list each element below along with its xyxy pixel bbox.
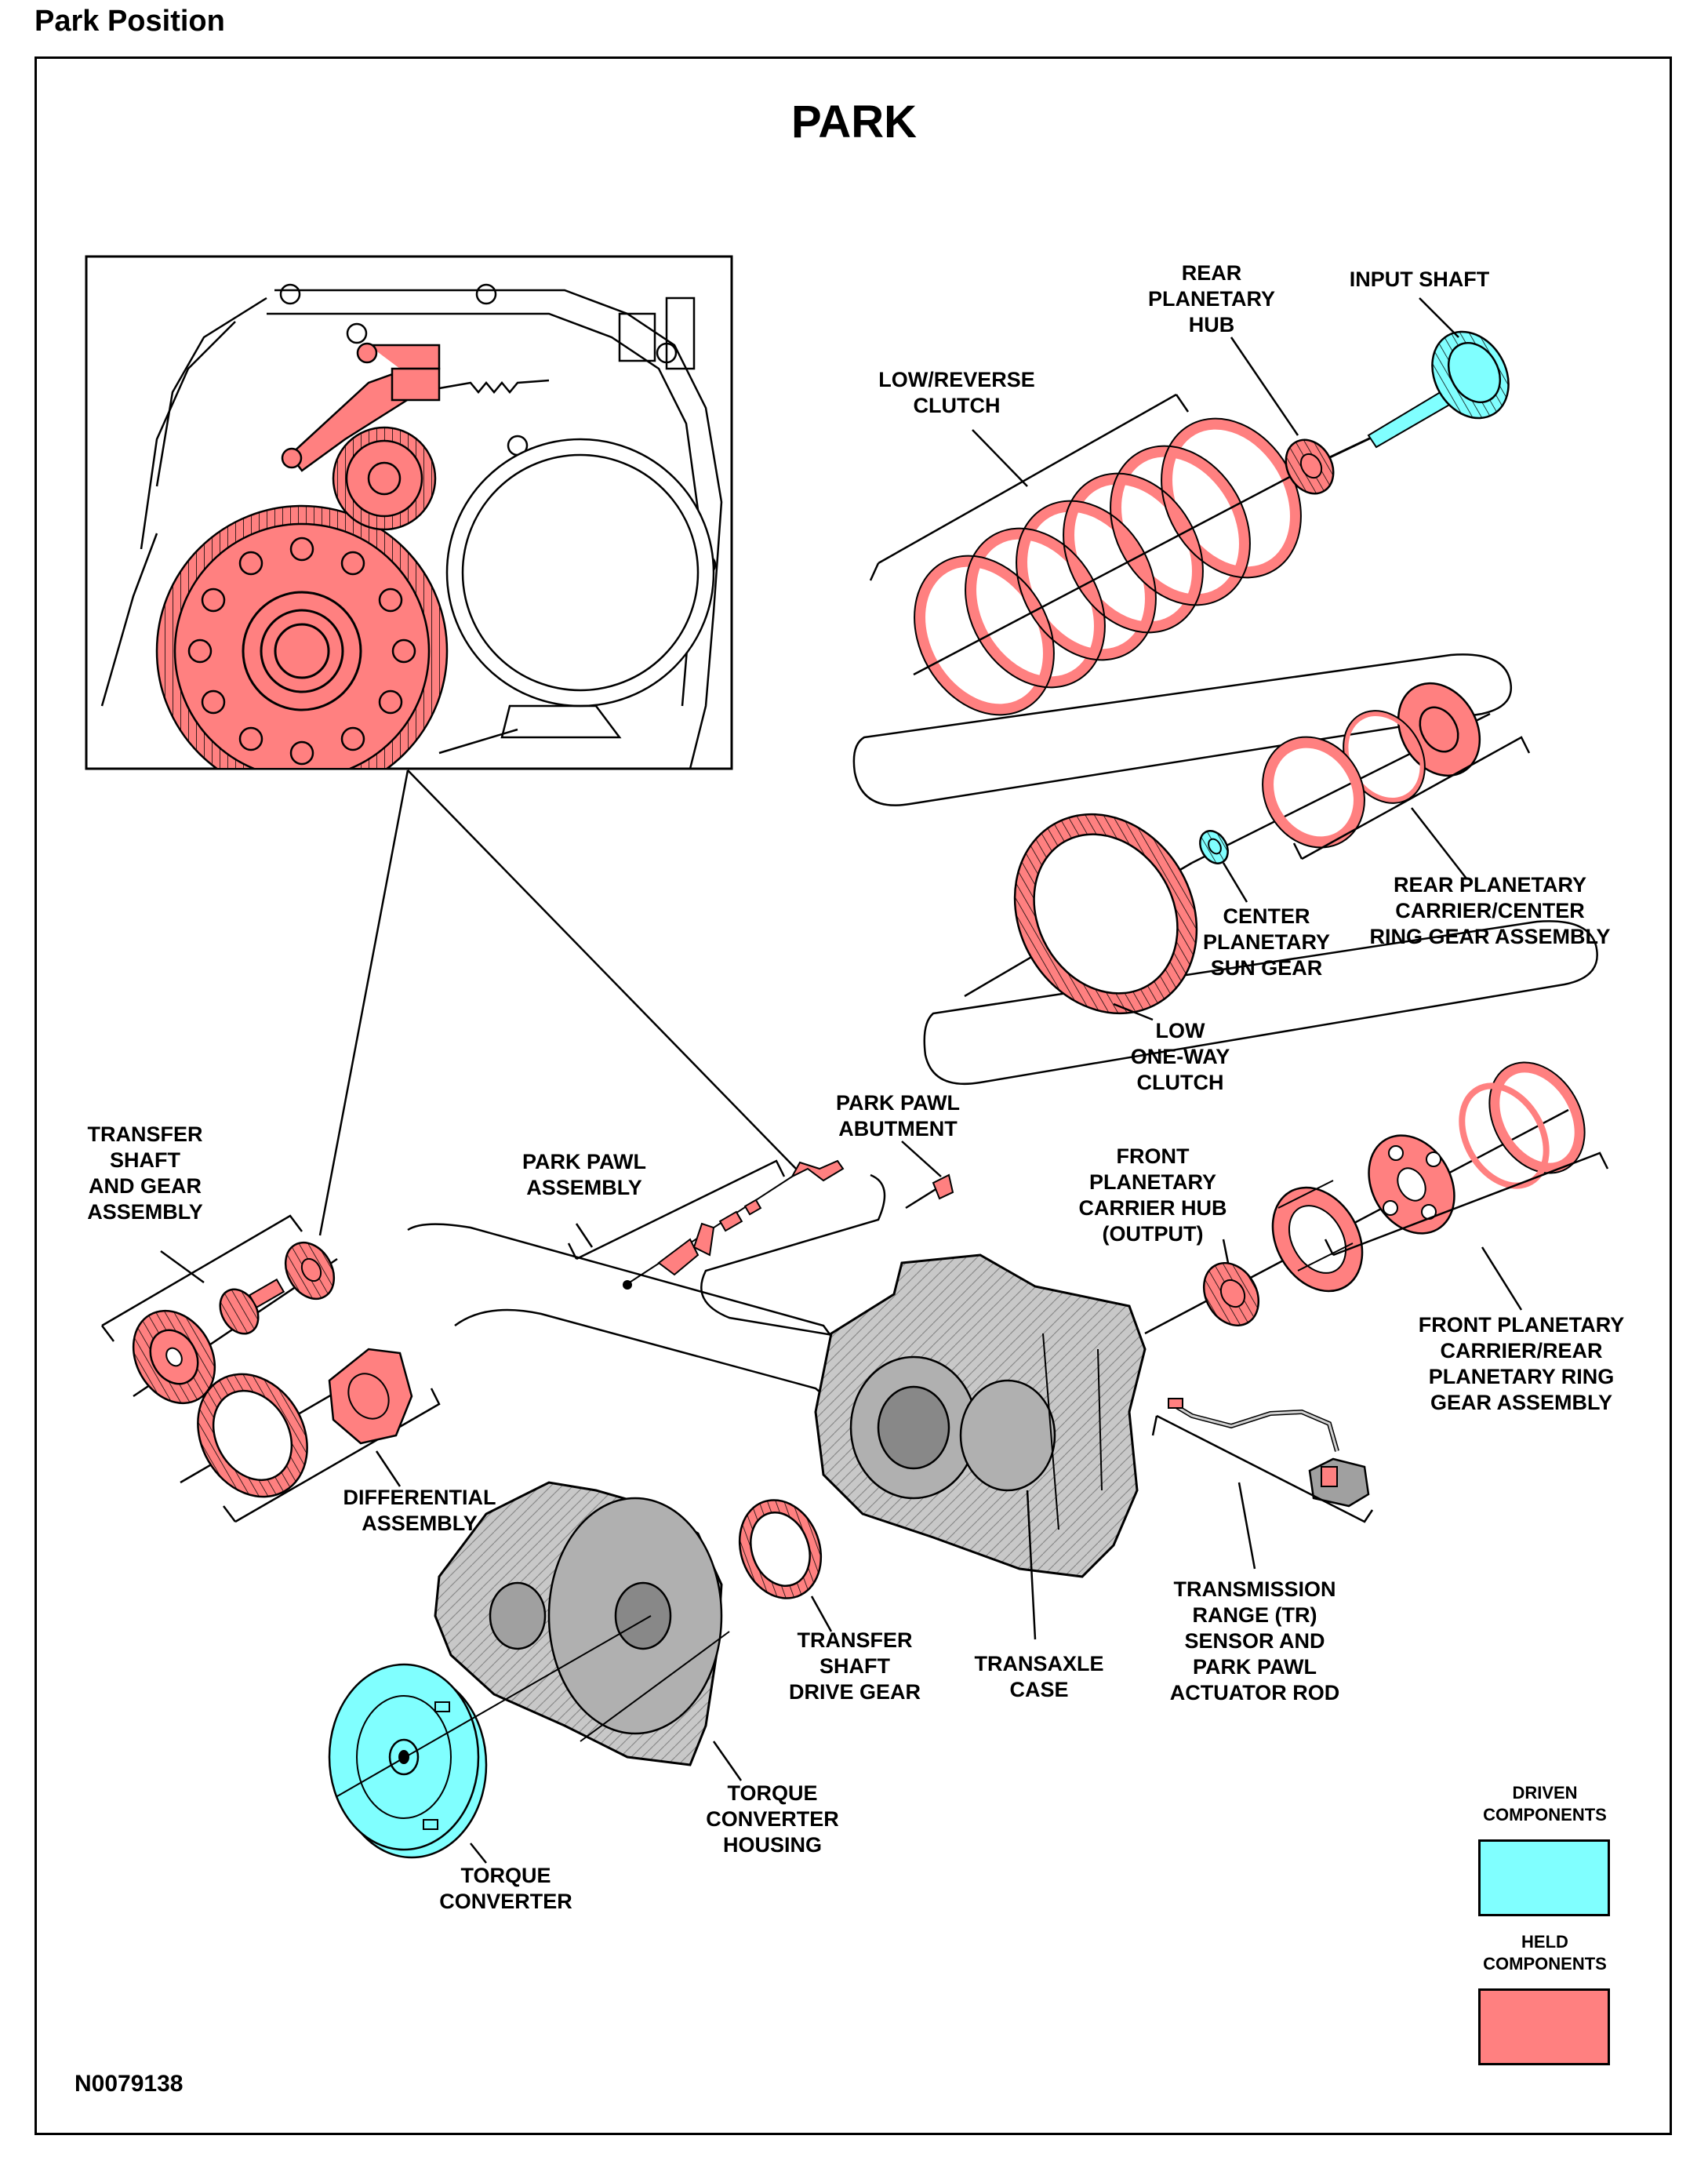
low-one-way-clutch-illustration — [964, 813, 1198, 1021]
park-pawl-abutment-illustration — [901, 1141, 954, 1210]
diagram-title: PARK — [790, 96, 918, 147]
label-rear-planetary-carrier: REAR PLANETARY CARRIER/CENTER RING GEAR … — [1369, 873, 1611, 948]
label-front-carrier-rear-ring: FRONT PLANETARY CARRIER/REAR PLANETARY R… — [1418, 1313, 1625, 1414]
low-reverse-clutch-illustration — [869, 393, 1303, 716]
differential-illustration — [180, 1348, 441, 1523]
label-torque-converter: TORQUE CONVERTER — [439, 1864, 572, 1913]
center-sun-gear-illustration — [1199, 830, 1248, 903]
legend-driven-caption: DRIVEN COMPONENTS — [1483, 1783, 1607, 1824]
label-center-sun-gear: CENTER PLANETARY SUN GEAR — [1203, 904, 1330, 980]
powerflow-outline — [407, 653, 1598, 1468]
label-transfer-drive-gear: TRANSFER SHAFT DRIVE GEAR — [788, 1628, 921, 1704]
rear-planetary-carrier-illustration — [1191, 682, 1531, 879]
front-carrier-hub-illustration — [1202, 1239, 1260, 1326]
label-transfer-shaft-gear: TRANSFER SHAFT AND GEAR ASSEMBLY — [87, 1122, 203, 1224]
figure-id: N0079138 — [74, 2071, 184, 2097]
label-rear-planetary-hub: REAR PLANETARY HUB — [1148, 261, 1275, 337]
label-park-pawl-assembly: PARK PAWL ASSEMBLY — [522, 1150, 646, 1199]
park-mechanism-inset — [85, 255, 733, 770]
label-low-reverse-clutch: LOW/REVERSE CLUTCH — [878, 368, 1035, 417]
label-low-one-way-clutch: LOW ONE-WAY CLUTCH — [1130, 1019, 1230, 1094]
converter-housing-illustration — [434, 1481, 743, 1781]
label-converter-housing: TORQUE CONVERTER HOUSING — [706, 1781, 839, 1857]
label-input-shaft: INPUT SHAFT — [1349, 267, 1490, 291]
label-differential: DIFFERENTIAL ASSEMBLY — [343, 1486, 496, 1535]
rear-planetary-hub-illustration — [1230, 337, 1335, 495]
legend-held-swatch — [1478, 1988, 1610, 2065]
torque-converter-illustration — [328, 1615, 652, 1864]
inset-leaders — [318, 769, 797, 1236]
input-shaft-illustration — [1301, 297, 1510, 472]
park-pawl-assembly-illustration — [567, 1159, 845, 1290]
page-heading: Park Position — [35, 5, 225, 38]
legend-held-caption: HELD COMPONENTS — [1483, 1932, 1607, 1974]
transfer-drive-gear-illustration — [738, 1499, 833, 1632]
label-transaxle-case: TRANSAXLE CASE — [974, 1652, 1104, 1701]
transfer-shaft-illustration — [101, 1214, 338, 1405]
front-planetary-illustration — [1144, 1061, 1609, 1335]
label-front-carrier-hub: FRONT PLANETARY CARRIER HUB (OUTPUT) — [1078, 1144, 1227, 1246]
label-park-pawl-abutment: PARK PAWL ABUTMENT — [836, 1091, 960, 1141]
tr-sensor-illustration — [1151, 1398, 1374, 1570]
diagram-frame — [35, 56, 1672, 2135]
legend-driven-swatch — [1478, 1839, 1610, 1916]
label-tr-sensor: TRANSMISSION RANGE (TR) SENSOR AND PARK … — [1169, 1577, 1340, 1704]
transaxle-case-illustration — [814, 1253, 1147, 1640]
